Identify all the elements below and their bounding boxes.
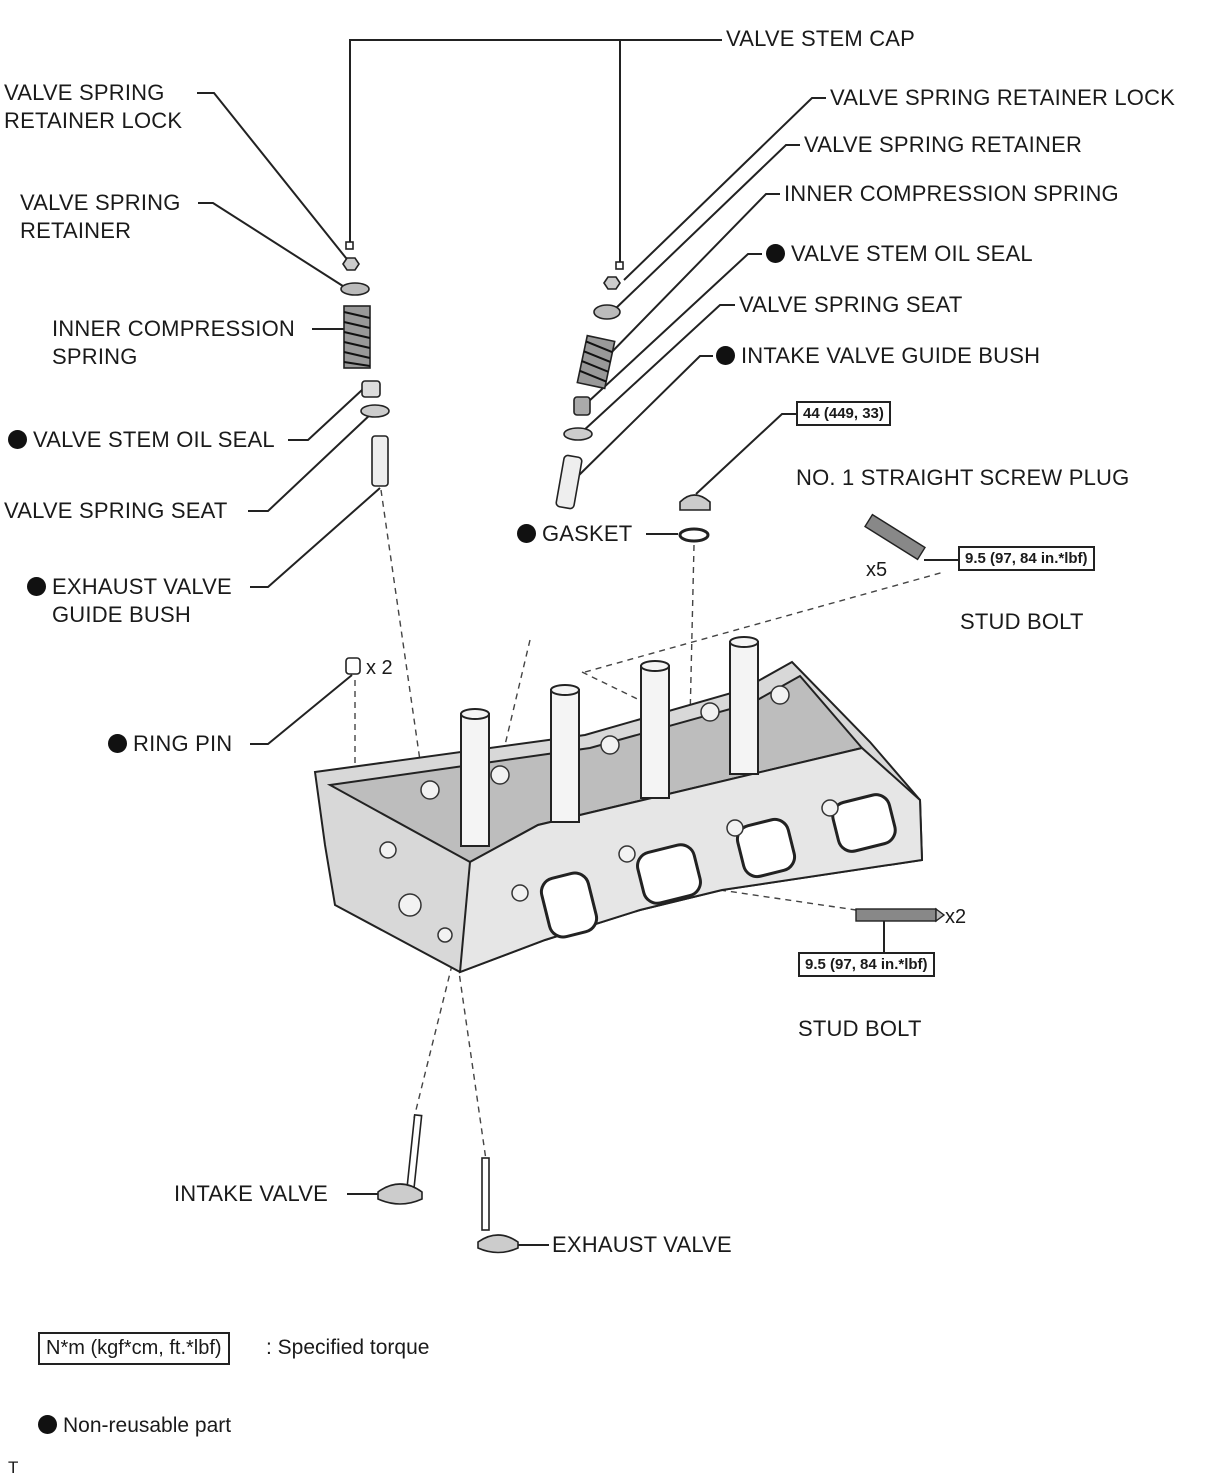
legend-torque-desc: : Specified torque (266, 1336, 430, 1359)
leader-right-spring-seat (581, 304, 735, 433)
leader-left-retainer (198, 202, 347, 289)
legend-nonreusable: Non-reusable part (38, 1414, 231, 1438)
cylinder-head-body (313, 660, 924, 974)
nonreusable-dot-icon (108, 734, 127, 753)
label-intake-guide: INTAKE VALVE GUIDE BUSH (716, 342, 1040, 370)
leader-intake-guide (571, 355, 713, 483)
label-ring-pin: RING PIN (108, 730, 232, 758)
leader-ring-pin (250, 674, 353, 745)
label-right-spring: INNER COMPRESSION SPRING (784, 181, 1119, 206)
label-right-oil-seal-text: VALVE STEM OIL SEAL (791, 241, 1033, 266)
torque-stud-bottom: 9.5 (97, 84 in.*lbf) (798, 952, 935, 977)
label-left-retainer-2: RETAINER (20, 218, 132, 243)
label-left-retainer-1: VALVE SPRING (20, 190, 181, 215)
nonreusable-dot-icon (27, 577, 46, 596)
label-exhaust-guide-1-text: EXHAUST VALVE (52, 574, 232, 599)
label-stud-bolt-bottom: STUD BOLT (798, 1016, 922, 1041)
nonreusable-dot-icon (38, 1415, 57, 1434)
label-left-spring-2: SPRING (52, 344, 138, 369)
label-left-oil-seal: VALVE STEM OIL SEAL (8, 426, 275, 454)
label-left-retainer-lock-2: RETAINER LOCK (4, 108, 183, 133)
label-left-oil-seal-text: VALVE STEM OIL SEAL (33, 427, 275, 452)
leader-right-spring (603, 193, 780, 361)
label-exhaust-valve: EXHAUST VALVE (552, 1232, 732, 1257)
label-gasket: GASKET (517, 520, 632, 548)
leader-plug-torque (695, 413, 796, 495)
nonreusable-dot-icon (517, 524, 536, 543)
valve-parts (377, 1113, 519, 1254)
nonreusable-dot-icon (716, 346, 735, 365)
label-right-retainer-lock: VALVE SPRING RETAINER LOCK (830, 85, 1176, 110)
label-left-retainer-lock-1: VALVE SPRING (4, 80, 165, 105)
label-intake-guide-text: INTAKE VALVE GUIDE BUSH (741, 343, 1041, 368)
right-valve-parts (555, 261, 624, 510)
label-ring-pin-text: RING PIN (133, 731, 233, 756)
label-stud-bolt-top: STUD BOLT (960, 609, 1084, 634)
legend-torque-box: N*m (kgf*cm, ft.*lbf) (38, 1332, 230, 1365)
label-intake-valve: INTAKE VALVE (174, 1181, 329, 1206)
nonreusable-dot-icon (766, 244, 785, 263)
multiplier-ring-pin: x 2 (366, 657, 393, 679)
leader-left-spring-seat (248, 412, 373, 512)
nonreusable-dot-icon (8, 430, 27, 449)
label-right-spring-seat: VALVE SPRING SEAT (739, 292, 963, 317)
label-left-spring-1: INNER COMPRESSION (52, 316, 295, 341)
stud-bolt-parts (855, 513, 946, 923)
multiplier-stud-top: x5 (866, 559, 888, 581)
leader-valve-stem-cap (349, 39, 722, 243)
label-gasket-text: GASKET (542, 521, 633, 546)
torque-stud-top: 9.5 (97, 84 in.*lbf) (958, 546, 1095, 571)
label-right-oil-seal: VALVE STEM OIL SEAL (766, 240, 1033, 268)
multiplier-stud-bottom: x2 (945, 906, 967, 928)
ring-pin-part (345, 657, 361, 675)
legend-nonreusable-text: Non-reusable part (63, 1414, 232, 1437)
label-exhaust-guide-1: EXHAUST VALVE (27, 573, 232, 601)
screw-plug-and-gasket (678, 494, 711, 543)
left-valve-parts (340, 241, 390, 487)
label-plug: NO. 1 STRAIGHT SCREW PLUG (796, 465, 1130, 490)
label-left-spring-seat: VALVE SPRING SEAT (4, 498, 228, 523)
valve-guide-posts (460, 636, 759, 847)
leader-left-oil-seal (288, 389, 363, 441)
leader-left-retainer-lock (197, 92, 351, 264)
label-valve-stem-cap: VALVE STEM CAP (726, 26, 916, 51)
leader-right-oil-seal (587, 253, 762, 403)
torque-plug: 44 (449, 33) (796, 401, 891, 426)
corner-mark: T (8, 1458, 19, 1477)
label-right-retainer: VALVE SPRING RETAINER (804, 132, 1083, 157)
leader-right-retainer (613, 144, 800, 311)
leader-right-retainer-lock (623, 97, 826, 281)
label-exhaust-guide-2: GUIDE BUSH (52, 602, 191, 627)
leader-exhaust-guide (250, 487, 381, 588)
